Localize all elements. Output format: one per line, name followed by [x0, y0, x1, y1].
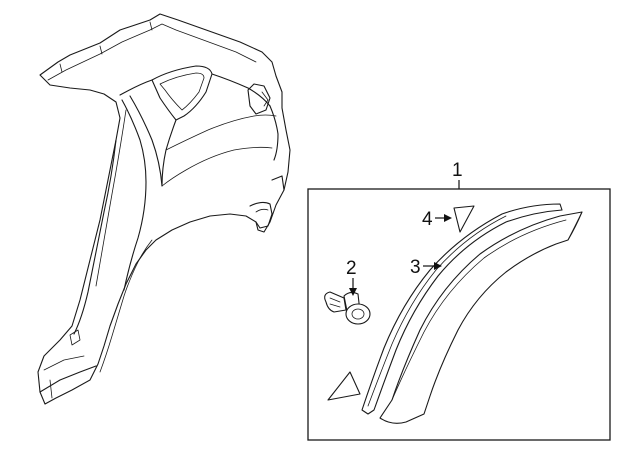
callout-1-label: 1	[452, 160, 463, 181]
push-pin-clip-illustration	[324, 291, 371, 325]
callout-4-label: 4	[422, 209, 433, 230]
callout-2-group: 2	[346, 258, 357, 296]
callout-2-arrow	[349, 288, 357, 296]
detail-frame	[307, 188, 611, 441]
callout-3-group: 3	[410, 257, 442, 278]
callout-4-arrow	[444, 214, 452, 222]
clip-triangle-lower	[327, 371, 361, 401]
wheel-arch-moulding-illustration	[379, 211, 583, 424]
callout-3-label: 3	[410, 257, 421, 278]
callout-2-label: 2	[346, 258, 357, 279]
callout-3-arrow	[434, 262, 442, 270]
callout-1-group: 1	[307, 160, 611, 441]
quarter-panel-illustration	[37, 13, 291, 405]
callout-4-group: 4	[422, 209, 452, 230]
clip-triangle-upper	[453, 205, 475, 233]
trim-strip-illustration	[327, 203, 563, 415]
